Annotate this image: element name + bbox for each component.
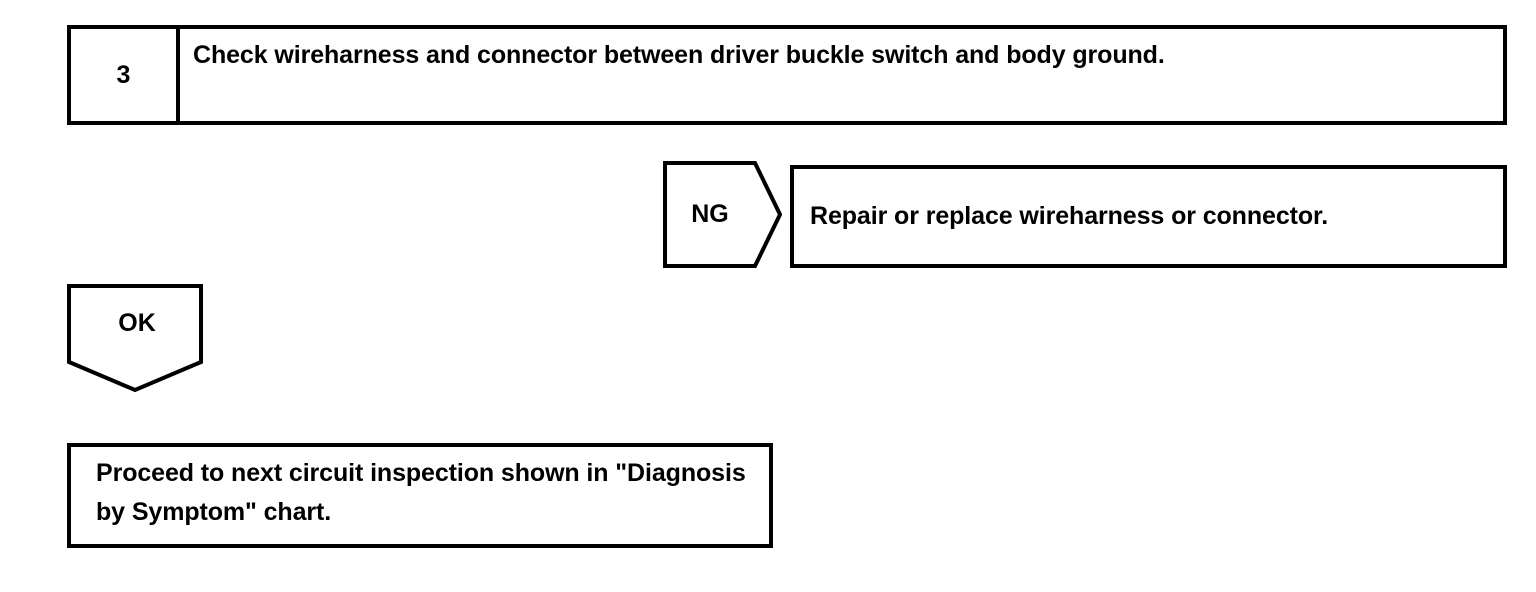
ng-branch-marker: NG xyxy=(663,161,782,268)
step-instruction-cell: Check wireharness and connector between … xyxy=(180,29,1503,121)
step-number: 3 xyxy=(116,60,131,89)
pentagon-right-icon xyxy=(663,161,782,268)
ok-branch-marker: OK xyxy=(67,284,203,392)
ok-branch-label: OK xyxy=(118,308,156,337)
ok-action-text: Proceed to next circuit inspection shown… xyxy=(96,459,746,526)
ng-action-text: Repair or replace wireharness or connect… xyxy=(810,202,1329,231)
step-row: 3 Check wireharness and connector betwee… xyxy=(67,25,1507,125)
step-instruction-text: Check wireharness and connector between … xyxy=(193,41,1165,69)
pentagon-down-icon xyxy=(67,284,203,392)
ok-action-box: Proceed to next circuit inspection shown… xyxy=(67,443,773,548)
ng-branch-label: NG xyxy=(691,200,729,228)
ng-action-box: Repair or replace wireharness or connect… xyxy=(790,165,1507,268)
step-number-cell: 3 xyxy=(71,29,180,121)
